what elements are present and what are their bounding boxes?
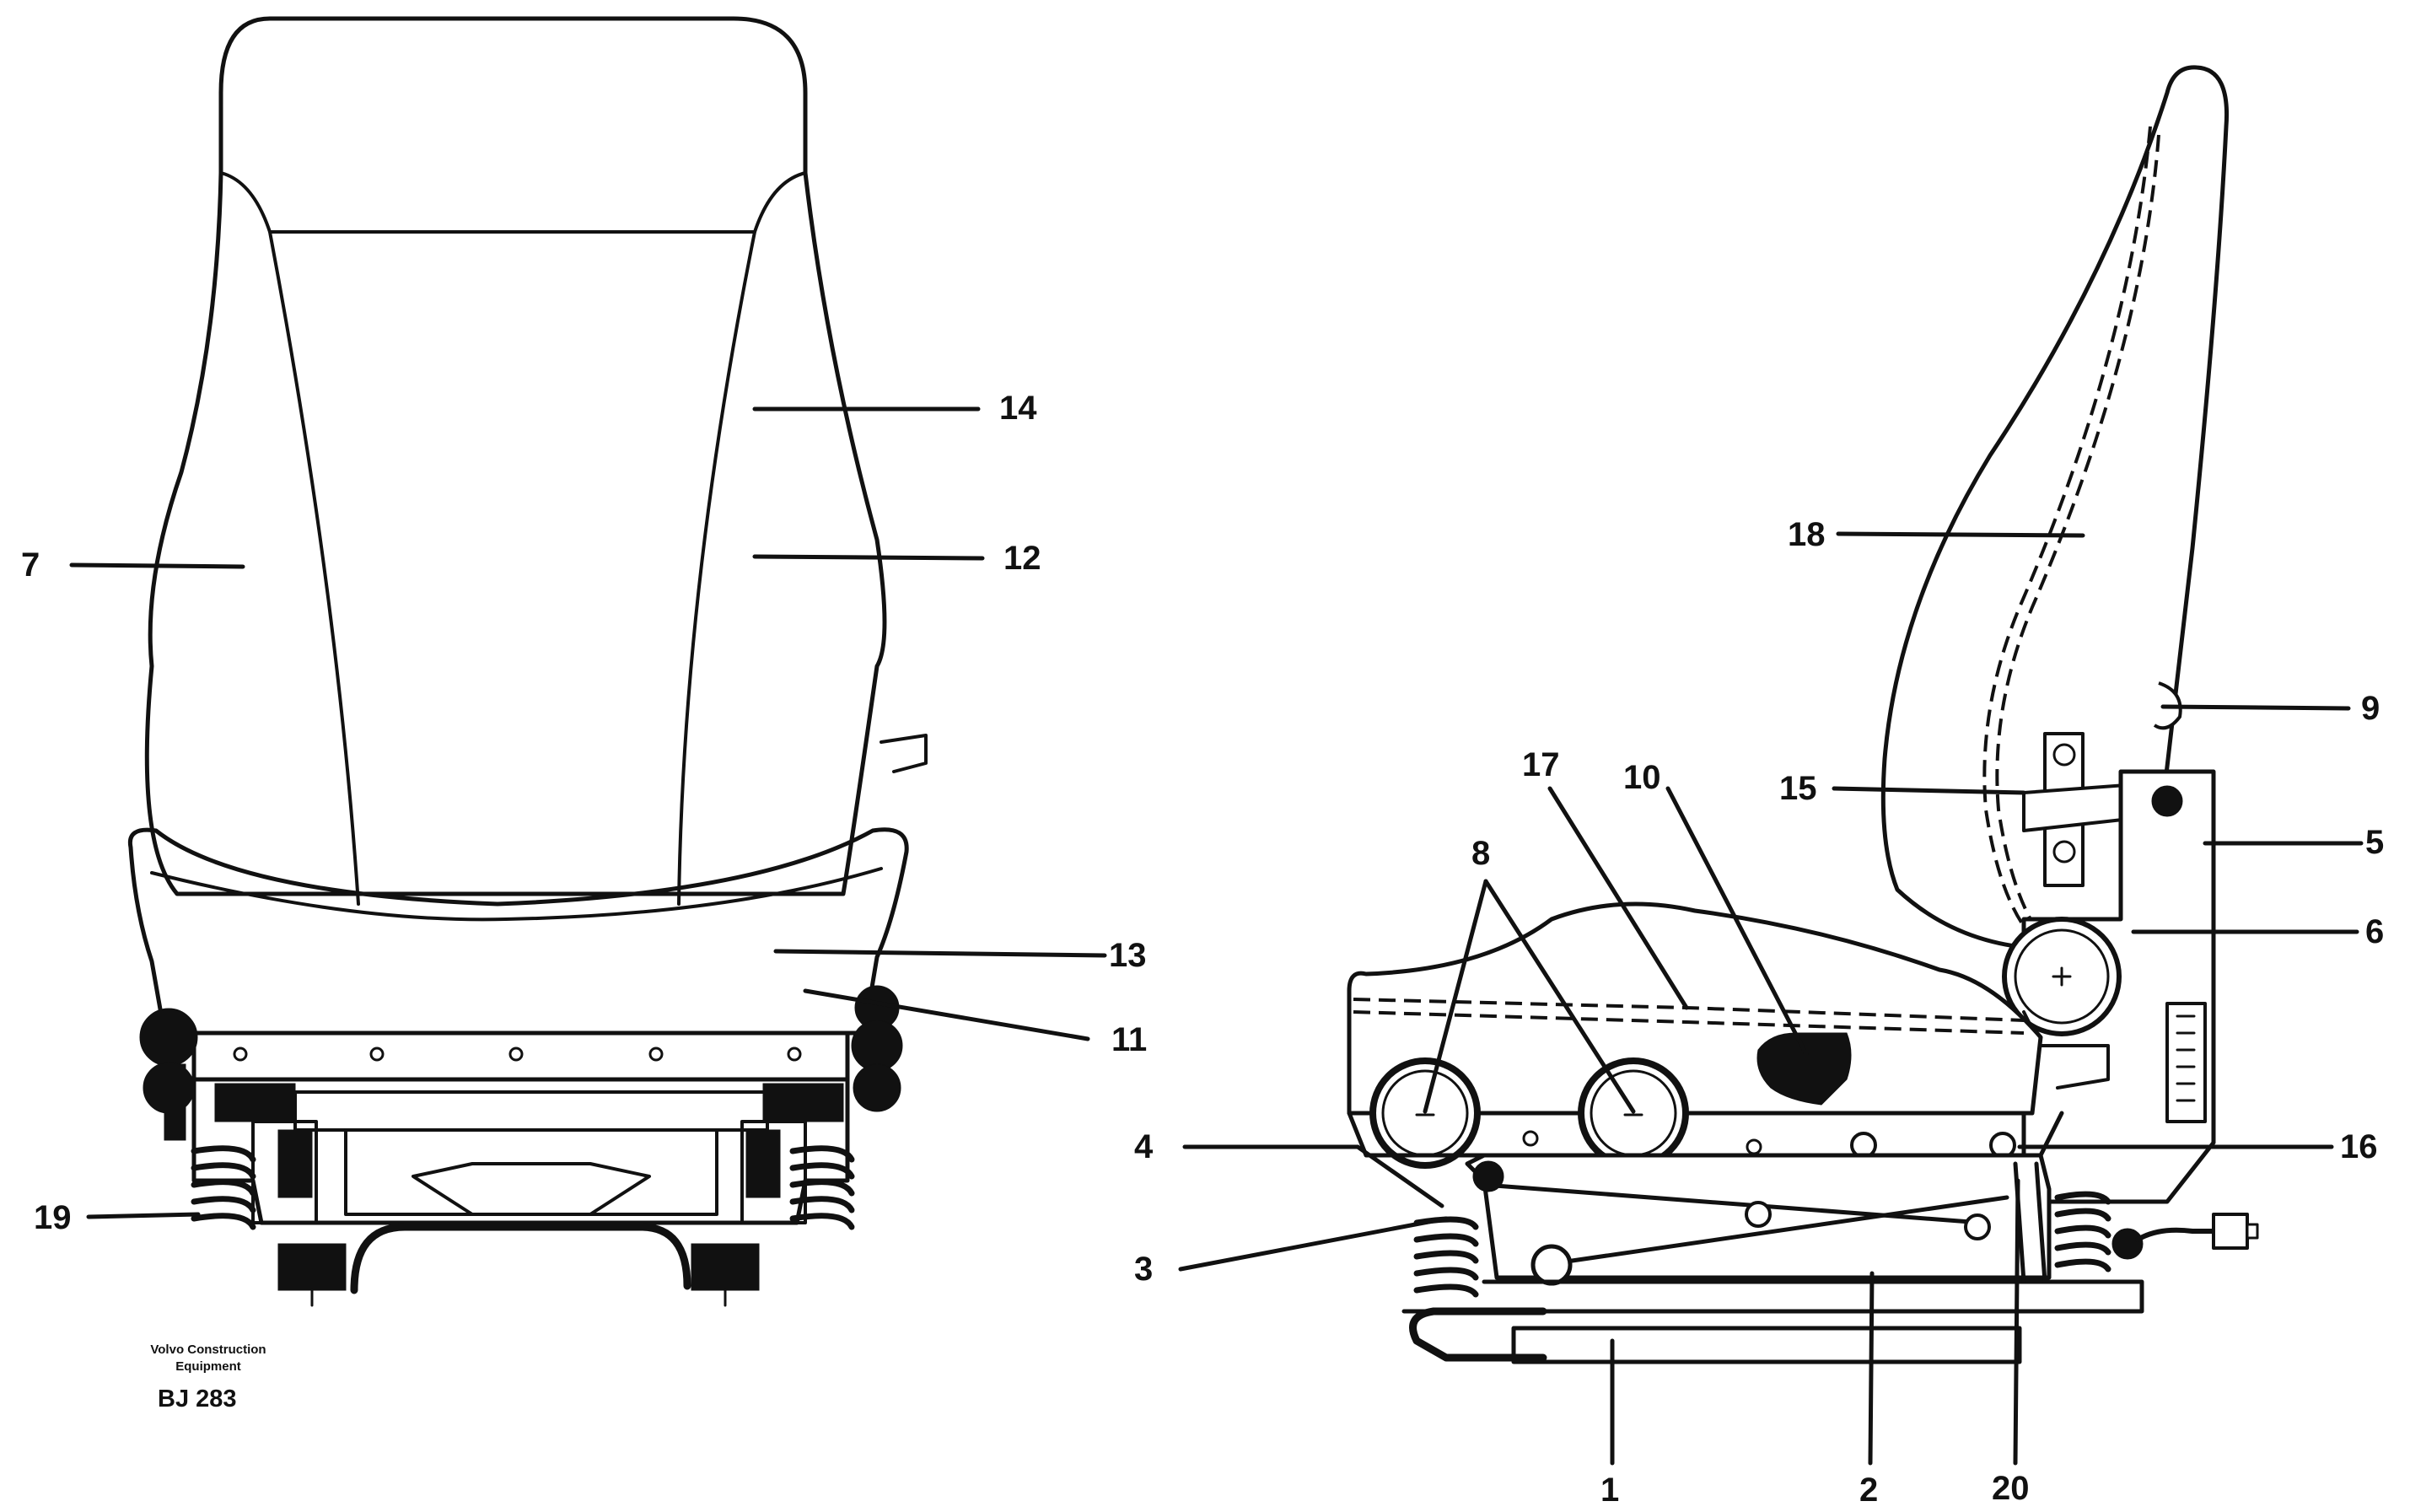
feet-front: [277, 1243, 760, 1307]
side-spring-rear: [2054, 1191, 2111, 1273]
callout-18: 18: [1788, 516, 1826, 553]
callout-17: 17: [1522, 746, 1560, 783]
backrest-bracket[interactable]: [2022, 732, 2139, 887]
bottom-handle-front: [350, 1223, 691, 1294]
centre-panel-left-seam: [268, 230, 360, 906]
credit-line-1: Volvo Construction: [150, 1343, 266, 1357]
seat-front-view: [127, 16, 928, 1307]
backrest-outline-front: [144, 16, 887, 896]
callout-19: 19: [34, 1199, 72, 1236]
callout-15: 15: [1779, 770, 1817, 807]
leader-17: [1547, 786, 1689, 1010]
fore-aft-lever[interactable]: [1756, 1032, 1852, 1106]
leader-8a: [1423, 879, 1488, 1114]
side-handle: [1409, 1307, 1547, 1362]
leader-13: [773, 949, 1107, 958]
backrest-top-panel: [219, 171, 807, 234]
backrest-outline-side: [1880, 65, 2230, 951]
leader-11: [803, 988, 1090, 1041]
seat-cushion-inner: [150, 867, 883, 922]
callout-8: 8: [1471, 835, 1490, 872]
callout-6: 6: [2365, 913, 2384, 950]
side-tab: [880, 734, 928, 773]
callout-9: 9: [2361, 690, 2380, 727]
adjustment-knob-left: [139, 1008, 198, 1141]
cable: [2135, 1227, 2216, 1242]
leader-18: [1836, 531, 2085, 538]
callout-20: 20: [1992, 1470, 2030, 1507]
right-mechanism: [740, 1083, 844, 1224]
suspension-lower-box: [344, 1128, 718, 1216]
callout-12: 12: [1003, 540, 1041, 577]
leader-8b: [1483, 879, 1636, 1114]
suspension-inner-box: [293, 1090, 769, 1132]
callout-1: 1: [1600, 1472, 1619, 1509]
leader-2: [1868, 1271, 1875, 1466]
leader-3: [1178, 1216, 1449, 1272]
seat-side-view: [1347, 65, 2259, 1364]
callout-13: 13: [1109, 937, 1147, 974]
base-plate-rivets: [233, 1047, 802, 1062]
leader-19: [86, 1212, 201, 1219]
leader-7: [69, 562, 245, 569]
credit-line-2: Equipment: [175, 1359, 241, 1374]
callout-2: 2: [1859, 1472, 1878, 1509]
leader-4-tail: [1355, 1144, 1444, 1208]
callout-14: 14: [999, 390, 1037, 427]
connector: [2212, 1213, 2249, 1250]
spring-left: [191, 1145, 256, 1230]
left-mechanism: [214, 1083, 318, 1224]
rear-pivot: [2111, 1228, 2144, 1260]
label-plate: [2165, 1002, 2207, 1123]
cushion-dashed-seam-2: [1353, 1010, 2025, 1035]
recline-wheel[interactable]: [2002, 917, 2122, 1036]
leader-15: [1832, 786, 2026, 795]
seat-cushion-front: [127, 827, 909, 1036]
seat-base-plate: [191, 1030, 850, 1082]
callout-7: 7: [21, 546, 40, 584]
leader-9: [2160, 704, 2351, 711]
drawing-code: BJ 283: [158, 1386, 237, 1412]
centre-panel-right-seam: [677, 230, 756, 906]
leader-lines: [69, 406, 2364, 1466]
callout-16: 16: [2340, 1128, 2378, 1165]
callout-3: 3: [1134, 1251, 1153, 1288]
adjustment-knob-right: [851, 985, 903, 1112]
side-spring-front: [1413, 1216, 1479, 1298]
floor-rail-lower[interactable]: [1401, 1279, 2144, 1314]
side-suspension[interactable]: [1465, 1153, 2052, 1286]
callout-4: 4: [1134, 1128, 1154, 1165]
callout-labels: 7 14 12 13 11 19 18 9 15 5 6 8 17 10 16 …: [21, 390, 2384, 1509]
scissor-link-front: [412, 1162, 651, 1216]
callout-11: 11: [1111, 1021, 1147, 1058]
leader-20: [2013, 1178, 2020, 1466]
callout-5: 5: [2365, 824, 2384, 861]
callout-10: 10: [1623, 759, 1661, 796]
leader-10: [1665, 786, 1809, 1057]
backrest-frame-dashed[interactable]: [1995, 134, 2160, 938]
leader-12: [752, 554, 985, 561]
floor-slide[interactable]: [1511, 1326, 2022, 1364]
spring-right: [789, 1145, 855, 1230]
drawing-credit: Volvo Construction Equipment BJ 283: [150, 1343, 266, 1412]
